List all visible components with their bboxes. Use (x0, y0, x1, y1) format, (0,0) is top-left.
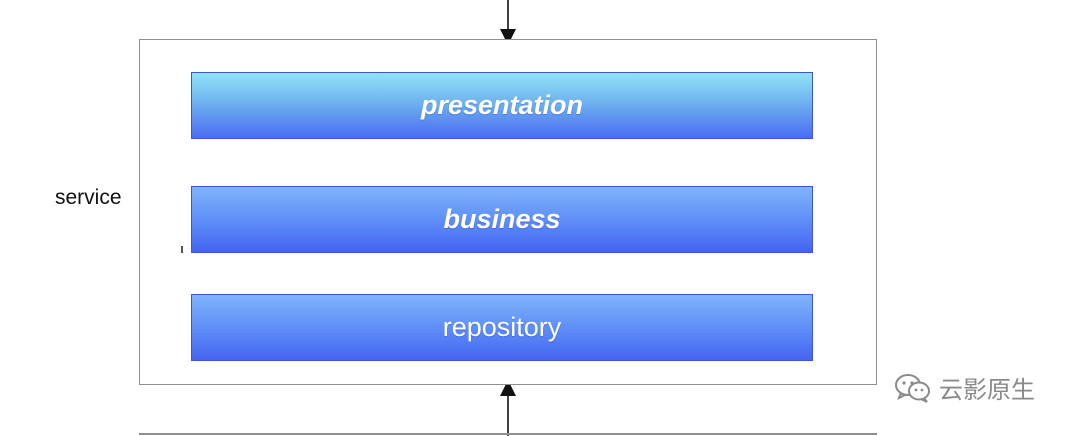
wechat-icon (893, 371, 933, 405)
business-layer: business (191, 186, 813, 253)
small-tick-mark (181, 246, 183, 253)
repository-layer-label: repository (442, 312, 562, 342)
watermark-text: 云影原生 (939, 377, 1035, 404)
presentation-layer-label: presentation (420, 90, 584, 120)
business-layer-label: business (443, 204, 561, 234)
repository-layer: repository (191, 294, 813, 361)
presentation-layer: presentation (191, 72, 813, 139)
watermark: 云影原生 (893, 370, 1035, 405)
bottom-divider (139, 433, 877, 435)
service-label: service (55, 186, 122, 209)
